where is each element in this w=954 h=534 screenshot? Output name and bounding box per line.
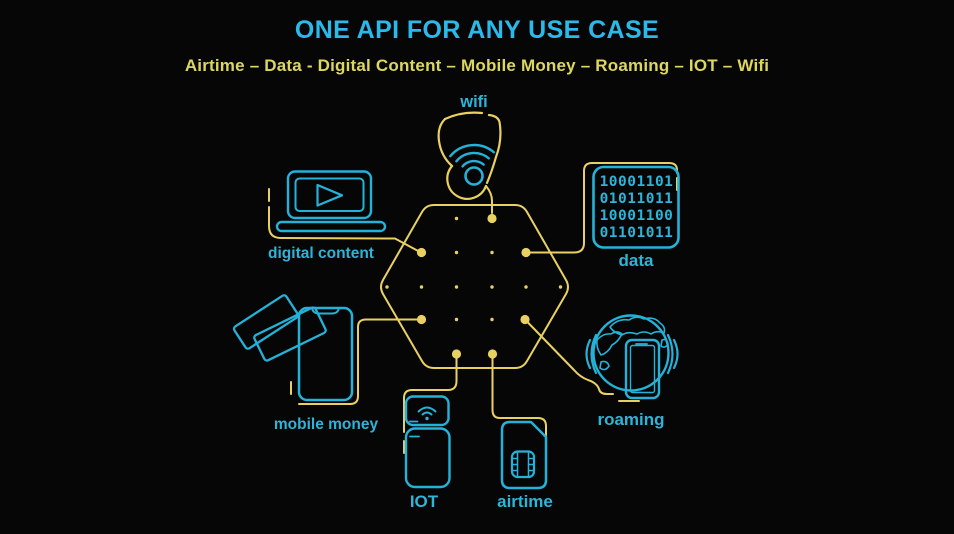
roaming-node: roaming: [585, 314, 679, 429]
port-dot-iot: [451, 349, 462, 359]
port-dot-data: [521, 247, 531, 258]
roaming-label: roaming: [597, 410, 664, 429]
iot-device-icon: [404, 427, 451, 489]
wifi-label: wifi: [459, 93, 488, 111]
roaming-phone-icon: [624, 338, 661, 400]
port-dot-wifi: [487, 213, 497, 224]
iot-label: IOT: [410, 492, 439, 511]
binary-line: 10001101: [600, 174, 674, 190]
connector-data: [526, 162, 678, 254]
sim-card-icon: [500, 420, 548, 490]
wifi-waves-icon: [449, 143, 496, 168]
binary-line: 01011011: [600, 191, 674, 207]
iot-sensor-icon: [404, 395, 450, 427]
wifi-node: wifi: [437, 93, 502, 200]
airtime-label: airtime: [497, 492, 553, 511]
grid-dot: [454, 216, 459, 221]
data-label: data: [619, 251, 655, 270]
hexagon-outline: [380, 204, 569, 369]
connector-wifi: [485, 185, 493, 214]
connector-airtime: [491, 353, 547, 478]
laptop-icon: [275, 170, 387, 233]
port-dot-airtime: [487, 349, 498, 359]
connector-iot: [403, 353, 458, 454]
wifi-dot-icon: [464, 166, 484, 186]
connector-roaming: [524, 318, 640, 402]
mobile-money-node: mobile money: [232, 294, 379, 433]
iot-node: IOT: [404, 395, 451, 511]
connector-mobile-money: [290, 318, 421, 405]
page-title: ONE API FOR ANY USE CASE: [294, 16, 660, 44]
hexagon-dot-grid: [385, 216, 563, 322]
grid-dot: [385, 285, 389, 289]
grid-dot: [454, 285, 459, 289]
port-dot-roaming: [520, 314, 530, 325]
signal-waves-icon: [585, 333, 679, 375]
grid-dot: [454, 317, 459, 322]
binary-line: 10001100: [600, 208, 674, 224]
hexagon-port-dots: [416, 213, 531, 359]
port-dot-mobile-money: [416, 314, 427, 325]
digital-content-label: digital content: [268, 245, 374, 262]
port-dot-digital-content: [416, 247, 427, 258]
smartphone-icon: [297, 306, 354, 402]
binary-card-icon: [592, 165, 680, 249]
grid-dot: [490, 317, 494, 322]
page-subtitle: Airtime – Data - Digital Content – Mobil…: [184, 56, 770, 75]
connector-digital-content: [268, 188, 421, 253]
grid-dot: [454, 250, 459, 255]
mobile-money-label: mobile money: [274, 416, 379, 433]
grid-dot: [419, 285, 424, 289]
grid-dot: [490, 250, 494, 255]
iot-wifi-icon: [408, 406, 437, 423]
banknotes-icon: [232, 294, 327, 362]
digital-content-node: digital content: [268, 170, 387, 262]
wifi-pin-outline: [437, 111, 502, 200]
globe-continents: [596, 316, 669, 371]
sim-chip-icon: [510, 450, 536, 479]
binary-line: 01101011: [600, 225, 674, 241]
grid-dot: [490, 285, 494, 289]
play-icon: [316, 183, 344, 207]
grid-dot: [558, 285, 563, 289]
airtime-node: airtime: [497, 420, 553, 511]
data-node: 10001101 01011011 10001100 01101011 data: [592, 165, 680, 270]
grid-dot: [524, 285, 528, 289]
